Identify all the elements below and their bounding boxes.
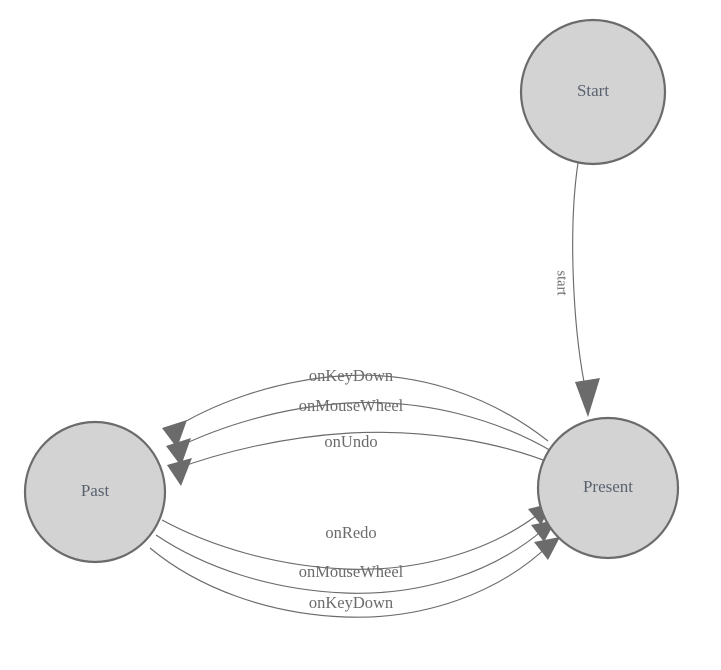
edge-present-to-past-onkeydown-arrowhead <box>162 420 187 448</box>
edge-present-to-past-onmousewheel[interactable] <box>166 401 554 466</box>
edge-start-to-present[interactable] <box>572 162 600 417</box>
edge-present-to-past-onmousewheel-arrowhead <box>166 438 191 466</box>
node-past-label: Past <box>81 481 110 500</box>
node-present-label: Present <box>583 477 633 496</box>
node-start-label: Start <box>577 81 609 100</box>
edge-label-start: start <box>554 271 570 296</box>
node-present[interactable]: Present <box>536 416 680 560</box>
edge-label-present-past-onkeydown: onKeyDown <box>309 366 393 385</box>
node-start[interactable]: Start <box>519 18 667 166</box>
edge-past-to-present-onkeydown[interactable] <box>149 537 560 618</box>
node-past[interactable]: Past <box>23 420 167 564</box>
edge-present-to-past-onkeydown-path <box>167 374 549 442</box>
edge-start-to-present-arrowhead <box>575 378 600 417</box>
edge-label-past-present-onmousewheel: onMouseWheel <box>299 562 404 581</box>
edge-label-present-past-onundo: onUndo <box>324 432 377 451</box>
node-past-circle <box>23 420 167 564</box>
edge-present-to-past-onkeydown[interactable] <box>162 374 549 448</box>
edge-past-to-present-onkeydown-path <box>149 544 550 618</box>
edge-label-past-present-onkeydown: onKeyDown <box>309 593 393 612</box>
edge-past-to-present-onkeydown-arrowhead <box>534 537 560 560</box>
edge-present-to-past-onundo-path <box>172 431 557 471</box>
edge-past-to-present-onredo-path <box>161 512 541 570</box>
node-present-circle <box>536 416 680 560</box>
edge-label-past-present-onredo: onRedo <box>325 523 376 542</box>
edge-present-to-past-onmousewheel-path <box>171 401 554 453</box>
node-start-circle <box>519 18 667 166</box>
edge-past-to-present-onmousewheel-path <box>155 528 545 594</box>
edge-present-to-past-onundo[interactable] <box>167 431 557 486</box>
edge-label-present-past-onmousewheel: onMouseWheel <box>299 396 404 415</box>
edge-present-to-past-onundo-arrowhead <box>167 458 192 486</box>
edge-start-to-present-path <box>572 162 587 393</box>
